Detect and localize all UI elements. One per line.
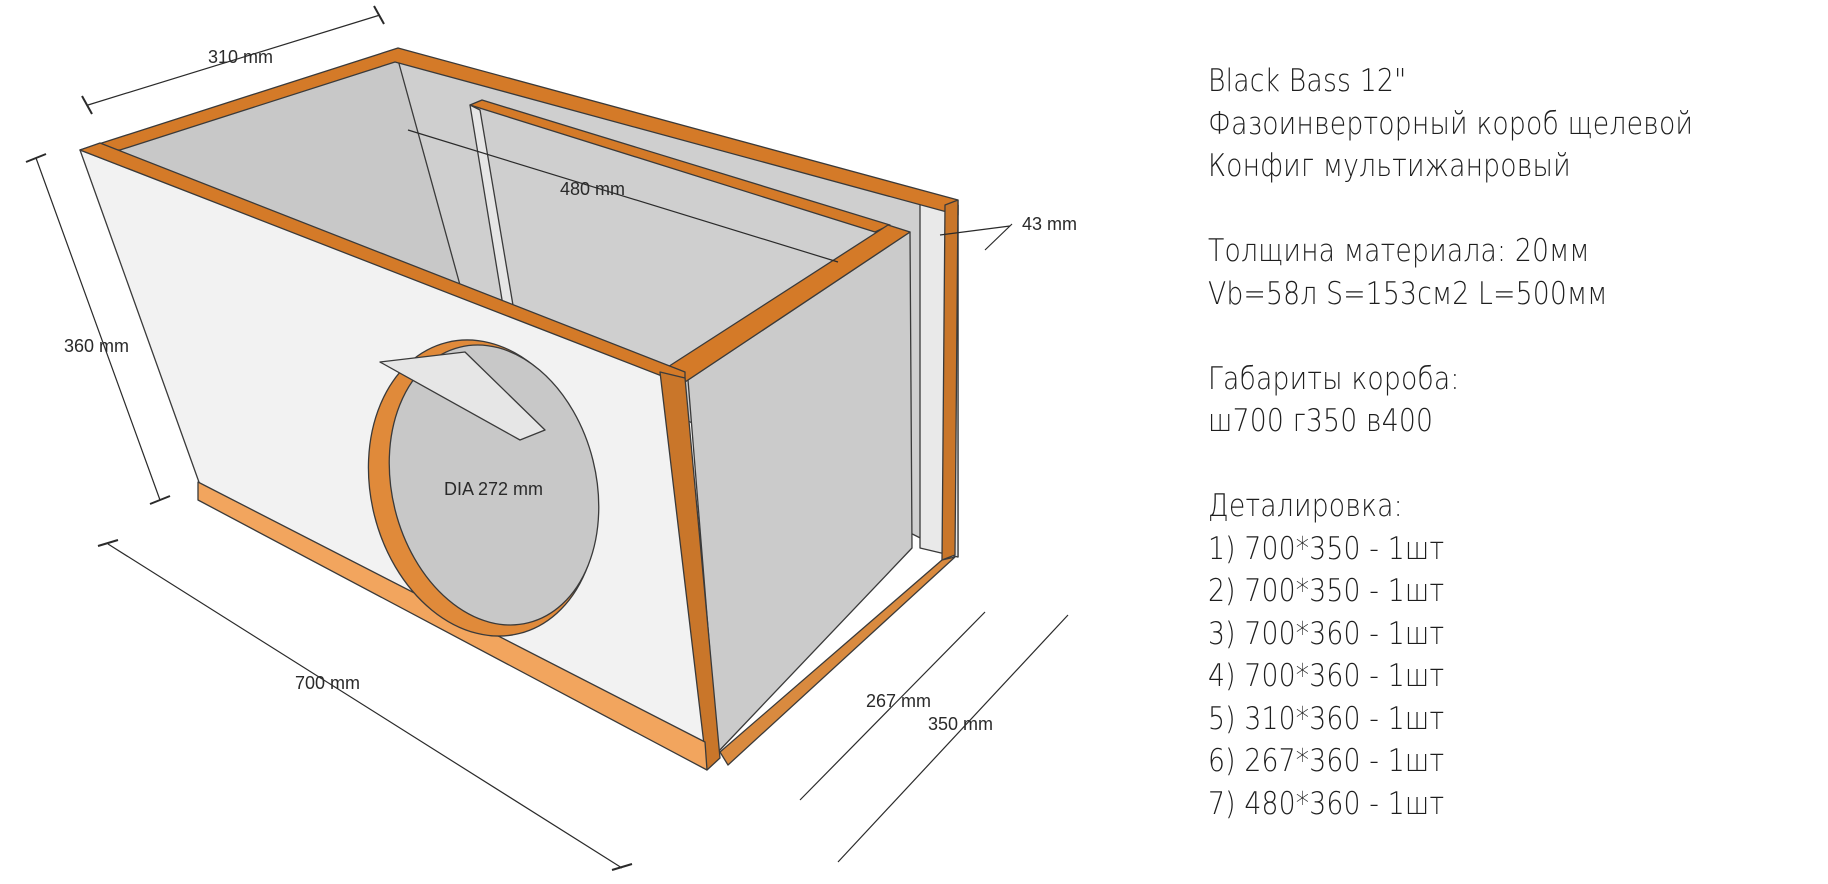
dim-length: 700 mm [295,673,360,693]
notes-part-5: 5) 310*360 - 1шт [1208,700,1445,737]
bottom-right-edge [719,556,956,766]
front-right-edge [659,371,721,771]
notes-part-4: 4) 700*360 - 1шт [1208,658,1445,694]
notes-thickness: Толщина материала: 20мм [1208,233,1590,269]
dim-depth: 350 mm [928,714,993,734]
dim-diameter: DIA 272 mm [444,479,543,499]
dim-height: 360 mm [64,336,129,356]
dim-inner-side: 267 mm [866,691,931,711]
notes-part-7: 7) 480*360 - 1шт [1208,785,1445,822]
notes-dims-value: ш700 г350 в400 [1208,403,1434,439]
notes-part-3: 3) 700*360 - 1шт [1208,615,1445,652]
cutout-inner-divider [379,351,546,441]
notes-part-1: 1) 700*350 - 1шт [1208,530,1445,567]
notes-title: Black Bass 12" [1208,63,1407,99]
notes-subtitle-1: Фазоинверторный короб щелевой [1208,105,1694,142]
notes-dims-heading: Габариты короба: [1208,360,1460,397]
dim-width-top: 310 mm [208,47,273,67]
notes-parts-heading: Деталировка: [1208,488,1403,524]
speaker-cutout-hole [388,344,600,626]
dimensions: 310 mm 480 mm 43 mm 360 mm DIA 272 mm 70… [25,5,1077,871]
front-bottom-edge [197,481,708,771]
notes-part-2: 2) 700*350 - 1шт [1208,573,1445,609]
dim-inner-depth: 480 mm [560,179,625,199]
front-top-edge [79,142,686,386]
dim-slot: 43 mm [1022,214,1077,234]
notes-part-6: 6) 267*360 - 1шт [1208,743,1445,779]
notes-params: Vb=58л S=153см2 L=500мм [1208,275,1608,312]
right-back-edge [941,199,959,561]
spec-notes: Black Bass 12" Фазоинверторный короб щел… [1208,60,1724,825]
notes-subtitle-2: Конфиг мультижанровый [1208,148,1571,184]
